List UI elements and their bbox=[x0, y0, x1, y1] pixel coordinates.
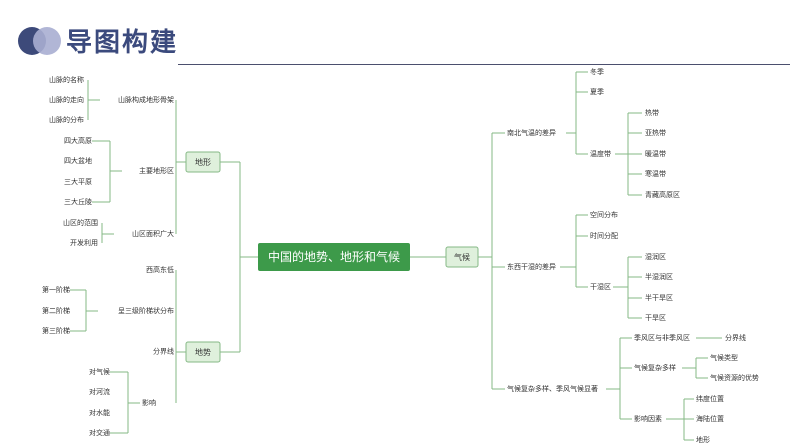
landform-leaf: 四大高原 bbox=[64, 136, 92, 145]
branch-landform-label: 地形 bbox=[195, 157, 211, 167]
landform-leaf: 四大盆地 bbox=[64, 156, 92, 165]
landform-mountain-framework: 山脉构成地形骨架 bbox=[118, 95, 174, 104]
landform-leaf: 山脉的走向 bbox=[49, 95, 84, 104]
moisture-zone: 半湿润区 bbox=[645, 272, 673, 281]
terrain-impact-leaf: 对交通 bbox=[89, 428, 110, 437]
terrain-boundary: 分界线 bbox=[153, 347, 174, 356]
climate-type-leaf: 气候资源的优势 bbox=[710, 373, 759, 382]
branch-landform: 地形 bbox=[185, 151, 221, 173]
climate-diversity-leaf: 气候复杂多样 bbox=[634, 363, 676, 372]
branch-climate-label: 气候 bbox=[454, 252, 470, 262]
climate-diversity-leaf: 影响因素 bbox=[634, 414, 662, 423]
landform-leaf: 三大平原 bbox=[64, 177, 92, 186]
temperature-zone: 寒温带 bbox=[645, 169, 666, 178]
branch-terrain: 地势 bbox=[185, 341, 221, 363]
climate-diversity-leaf: 季风区与非季风区 bbox=[634, 333, 690, 342]
climate-north-south-temperature: 南北气温的差异 bbox=[507, 128, 556, 137]
terrain-three-steps: 呈三级阶梯状分布 bbox=[118, 306, 174, 315]
terrain-step-leaf: 第一阶梯 bbox=[42, 285, 70, 294]
climate-temp-leaf: 冬季 bbox=[590, 67, 604, 76]
moisture-zone: 干旱区 bbox=[645, 314, 666, 322]
landform-leaf: 山脉的名称 bbox=[49, 75, 84, 84]
landform-leaf: 开发利用 bbox=[70, 238, 98, 247]
terrain-step-leaf: 第三阶梯 bbox=[42, 326, 70, 335]
climate-type-leaf: 气候类型 bbox=[710, 353, 738, 362]
landform-leaf: 山脉的分布 bbox=[49, 115, 84, 124]
landform-mountain-area: 山区面积广大 bbox=[132, 229, 174, 238]
root-node-label: 中国的地势、地形和气候 bbox=[268, 249, 400, 264]
climate-temp-leaf: 夏季 bbox=[590, 87, 604, 96]
temperature-zone: 暖温带 bbox=[645, 149, 666, 158]
influence-factor: 海陆位置 bbox=[696, 414, 724, 423]
influence-factor: 地形 bbox=[696, 435, 710, 444]
influence-factor: 纬度位置 bbox=[696, 394, 724, 403]
landform-main-regions: 主要地形区 bbox=[139, 166, 174, 175]
header-divider bbox=[178, 64, 790, 65]
temperature-zone: 热带 bbox=[645, 108, 659, 117]
temperature-zone: 亚热带 bbox=[645, 128, 666, 137]
climate-moisture-leaf: 时间分配 bbox=[590, 231, 618, 240]
terrain-impact-leaf: 对河流 bbox=[89, 387, 110, 396]
root-node: 中国的地势、地形和气候 bbox=[258, 243, 410, 271]
climate-temp-leaf: 温度带 bbox=[590, 149, 611, 158]
climate-moisture-leaf: 干湿区 bbox=[590, 282, 611, 291]
climate-east-west-moisture: 东西干湿的差异 bbox=[507, 262, 556, 271]
terrain-impact: 影响 bbox=[142, 398, 156, 407]
header: 导图构建 bbox=[0, 0, 794, 70]
monsoon-boundary: 分界线 bbox=[725, 333, 746, 342]
climate-moisture-leaf: 空间分布 bbox=[590, 210, 618, 219]
climate-diverse-monsoon: 气候复杂多样、季风气候显著 bbox=[507, 384, 598, 393]
branch-terrain-label: 地势 bbox=[195, 347, 211, 357]
terrain-impact-leaf: 对水能 bbox=[89, 408, 110, 417]
terrain-west-high-east-low: 西高东低 bbox=[146, 265, 174, 274]
landform-leaf: 山区的范围 bbox=[63, 218, 98, 227]
branch-climate: 气候 bbox=[445, 246, 479, 268]
header-dot-icon bbox=[33, 27, 61, 55]
temperature-zone: 青藏高原区 bbox=[645, 190, 680, 199]
landform-leaf: 三大丘陵 bbox=[64, 197, 92, 206]
terrain-step-leaf: 第二阶梯 bbox=[42, 306, 70, 315]
page-title: 导图构建 bbox=[66, 28, 179, 58]
moisture-zone: 半干旱区 bbox=[645, 293, 673, 302]
moisture-zone: 湿润区 bbox=[645, 252, 666, 261]
terrain-impact-leaf: 对气候 bbox=[89, 367, 110, 376]
